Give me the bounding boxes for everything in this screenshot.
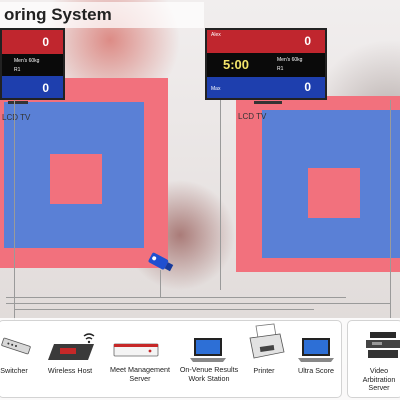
server-icon[interactable]	[112, 340, 160, 367]
right-category: Men's 60kg	[277, 57, 303, 63]
right-scoreboard-red-row: Alex 0	[207, 30, 325, 53]
laptop-icon[interactable]	[296, 336, 336, 369]
cable-horizontal-1	[6, 297, 346, 298]
cable-vertical-1	[14, 100, 15, 325]
left-round: R1	[14, 67, 21, 73]
switcher-icon[interactable]	[0, 334, 32, 363]
left-scoreboard-tv: 0 Men's 60kg R1 0	[0, 28, 65, 100]
device-label-server: Meet Management Server	[110, 365, 170, 383]
left-tv-stand	[8, 101, 28, 104]
cable-vertical-3	[390, 100, 391, 318]
device-label-workstation: On-Venue Results Work Station	[179, 365, 239, 383]
right-blue-name: Max	[211, 86, 221, 92]
left-scoreboard-info-row: Men's 60kg R1	[2, 54, 63, 76]
right-scoreboard-info-row: 5:00 Men's 60kg R1	[207, 53, 325, 77]
right-mat-contest-area	[262, 110, 400, 258]
right-timer: 5:00	[223, 57, 250, 72]
device-label-printer: Printer	[253, 366, 275, 375]
right-scoreboard-blue-row: Max 0	[207, 77, 325, 98]
camera-icon	[143, 248, 175, 281]
right-scoreboard-tv: Alex 0 5:00 Men's 60kg R1 Max 0	[205, 28, 327, 100]
left-competition-mat	[0, 78, 168, 268]
device-label-switcher: Switcher	[0, 366, 28, 375]
device-label-wireless-host: Wireless Host	[47, 366, 93, 375]
printer-icon[interactable]	[246, 322, 286, 369]
device-group-main	[0, 320, 342, 398]
right-red-name: Alex	[211, 32, 221, 38]
device-label-video-server: Video Arbitration Server	[362, 366, 396, 392]
cable-horizontal-2	[6, 303, 390, 304]
right-red-score: 0	[304, 34, 311, 48]
cable-camera	[160, 270, 161, 297]
right-competition-mat	[236, 96, 400, 272]
left-blue-score: 0	[42, 81, 49, 95]
left-mat-contest-area	[4, 102, 144, 248]
page-title: oring System	[0, 2, 204, 28]
right-blue-score: 0	[304, 80, 311, 94]
right-tv-label: LCD TV	[238, 112, 267, 121]
left-scoreboard-blue-row: 0	[2, 76, 63, 98]
device-label-ultra-score: Ultra Score	[298, 366, 334, 375]
right-mat-center	[308, 168, 360, 218]
left-scoreboard-red-row: 0	[2, 30, 63, 54]
right-tv-stand	[254, 101, 282, 104]
cable-horizontal-3	[14, 309, 314, 310]
left-red-score: 0	[42, 35, 49, 49]
left-category: Men's 60kg	[14, 58, 40, 64]
cable-vertical-2	[220, 100, 221, 290]
video-server-icon[interactable]	[364, 330, 400, 367]
laptop-icon[interactable]	[188, 336, 228, 369]
wireless-host-icon[interactable]	[44, 332, 98, 369]
left-mat-center	[50, 154, 102, 204]
right-round: R1	[277, 66, 284, 72]
left-tv-label: LCD TV	[2, 113, 31, 122]
